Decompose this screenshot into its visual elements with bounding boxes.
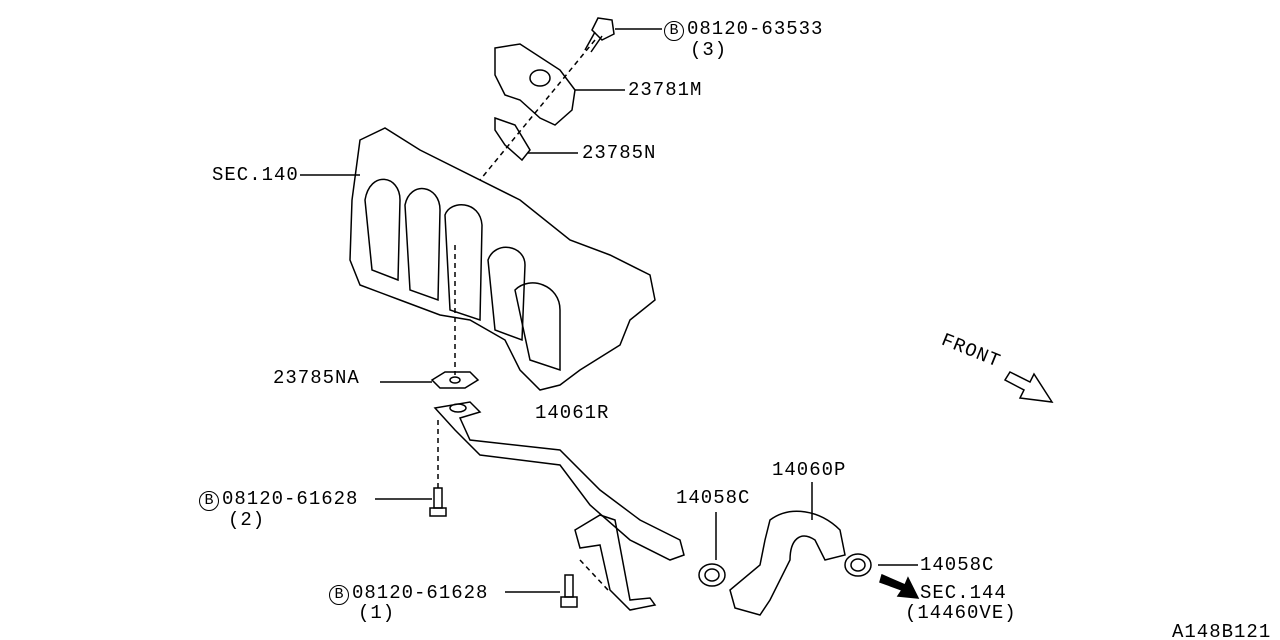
callout-gasket-top: 23785N (582, 142, 657, 164)
callout-tube: 14061R (535, 402, 610, 424)
egr-tube-14061r (433, 401, 685, 561)
hose-14060p (729, 510, 846, 616)
qty: (3) (690, 39, 728, 61)
clamp-right (844, 553, 872, 577)
qty: (1) (358, 602, 396, 624)
manifold-runners (364, 178, 561, 372)
bolt-top (584, 17, 615, 53)
gasket-23785n (494, 116, 531, 162)
part-number: 08120-61628 (222, 488, 359, 510)
part-number: 08120-61628 (352, 582, 489, 604)
bolt-low (560, 574, 578, 608)
callout-clamp-right: 14058C (920, 554, 995, 576)
arrow-sec144 (879, 573, 920, 599)
gasket-23785na (430, 371, 480, 389)
bolt-mid (429, 487, 447, 517)
front-arrow (1003, 371, 1054, 403)
leader-lines (300, 28, 918, 593)
callout-gasket-lower: 23785NA (273, 367, 360, 389)
clamp-left (698, 563, 726, 587)
intake-manifold (349, 127, 656, 391)
callout-sec140: SEC.140 (212, 164, 299, 186)
callout-valve: 23781M (628, 79, 703, 101)
callout-hose: 14060P (772, 459, 847, 481)
bracket (574, 514, 657, 611)
part-number: 08120-63533 (687, 18, 824, 40)
b-badge: B (199, 491, 219, 511)
assembly-dashes (437, 39, 609, 591)
qty: (2) (228, 509, 266, 531)
valve-23781m (494, 43, 576, 126)
callout-sec144-ref: (14460VE) (905, 602, 1017, 624)
callout-clamp-left: 14058C (676, 487, 751, 509)
b-badge: B (329, 585, 349, 605)
diagram-id: A148B121 (1172, 621, 1272, 640)
callout-sec144: SEC.144 (920, 582, 1007, 604)
b-badge: B (664, 21, 684, 41)
